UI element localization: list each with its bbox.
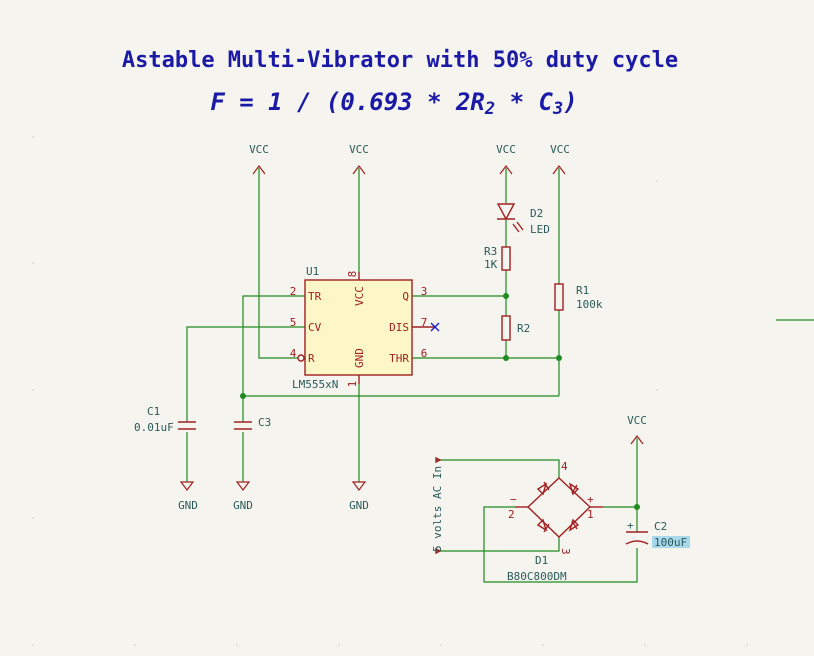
svg-text:3: 3 xyxy=(421,285,428,298)
svg-text:VCC: VCC xyxy=(349,143,369,156)
resistor-r1[interactable]: R1 100k xyxy=(554,283,603,311)
r3-ref: R3 xyxy=(484,245,497,258)
svg-text:R: R xyxy=(308,352,315,365)
svg-text:CV: CV xyxy=(308,321,322,334)
svg-text:DIS: DIS xyxy=(389,321,409,334)
r3-value: 1K xyxy=(484,258,498,271)
svg-text:VCC: VCC xyxy=(550,143,570,156)
svg-text:2: 2 xyxy=(508,508,515,521)
svg-text:+: + xyxy=(587,493,594,506)
c1-ref: C1 xyxy=(147,405,160,418)
svg-text:+: + xyxy=(627,519,634,532)
gnd-symbol-1[interactable]: GND xyxy=(178,481,198,512)
no-connect-marker xyxy=(430,322,440,332)
svg-text:VCC: VCC xyxy=(627,414,647,427)
svg-text:GND: GND xyxy=(349,499,369,512)
svg-text:VCC: VCC xyxy=(249,143,269,156)
r1-value: 100k xyxy=(576,298,603,311)
ac-input-connector[interactable]: 5 volts AC In xyxy=(431,456,444,555)
svg-text:5: 5 xyxy=(290,316,297,329)
schematic-title: Astable Multi-Vibrator with 50% duty cyc… xyxy=(122,48,678,73)
svg-text:1: 1 xyxy=(346,381,359,388)
c2-value: 100uF xyxy=(654,536,687,549)
capacitor-c1[interactable]: C1 0.01uF xyxy=(134,405,196,434)
d2-value: LED xyxy=(530,223,550,236)
u1-ref: U1 xyxy=(306,265,319,278)
svg-text:Q: Q xyxy=(402,290,409,303)
grid-dots xyxy=(32,136,748,646)
svg-text:1: 1 xyxy=(587,508,594,521)
timer-ic-u1[interactable]: U1 LM555xN 2 5 4 3 7 6 8 1 TR CV R Q DIS… xyxy=(290,265,428,391)
junction-dots xyxy=(240,293,640,510)
svg-text:VCC: VCC xyxy=(353,286,366,306)
r1-ref: R1 xyxy=(576,284,589,297)
svg-text:2: 2 xyxy=(290,285,297,298)
svg-text:GND: GND xyxy=(353,348,366,368)
resistor-r3[interactable]: R3 1K xyxy=(484,245,511,271)
d1-ref: D1 xyxy=(535,554,548,567)
svg-text:7: 7 xyxy=(421,316,428,329)
c1-value: 0.01uF xyxy=(134,421,174,434)
ac-input-label: 5 volts AC In xyxy=(431,466,444,552)
svg-text:3: 3 xyxy=(559,548,572,555)
d1-value: B80C800DM xyxy=(507,570,567,583)
vcc-symbol-5[interactable]: VCC xyxy=(627,414,647,445)
svg-text:GND: GND xyxy=(178,499,198,512)
frequency-formula: F = 1 / (0.693 * 2R2 * C3) xyxy=(210,88,577,119)
u1-value: LM555xN xyxy=(292,378,338,391)
svg-text:4: 4 xyxy=(290,347,297,360)
svg-text:4: 4 xyxy=(561,460,568,473)
svg-text:−: − xyxy=(510,493,517,506)
vcc-symbol-3[interactable]: VCC xyxy=(496,143,516,175)
svg-text:8: 8 xyxy=(346,271,359,278)
c3-ref: C3 xyxy=(258,416,271,429)
gnd-symbol-2[interactable]: GND xyxy=(233,481,253,512)
capacitor-c3[interactable]: C3 xyxy=(234,416,271,430)
svg-text:THR: THR xyxy=(389,352,409,365)
svg-text:6: 6 xyxy=(421,347,428,360)
vcc-symbol-4[interactable]: VCC xyxy=(550,143,570,175)
bridge-rectifier-d1[interactable]: 4 2 1 3 − + D1 B80C800DM xyxy=(507,460,603,583)
r2-ref: R2 xyxy=(517,322,530,335)
resistor-r2[interactable]: R2 xyxy=(501,315,530,341)
wires xyxy=(186,168,814,583)
svg-text:VCC: VCC xyxy=(496,143,516,156)
vcc-symbol-1[interactable]: VCC xyxy=(249,143,269,175)
svg-text:GND: GND xyxy=(233,499,253,512)
capacitor-c2[interactable]: + C2 100uF xyxy=(625,519,690,549)
svg-text:TR: TR xyxy=(308,290,322,303)
led-d2[interactable]: D2 LED xyxy=(496,203,550,236)
d2-ref: D2 xyxy=(530,207,543,220)
gnd-symbol-3[interactable]: GND xyxy=(349,481,369,512)
c2-ref: C2 xyxy=(654,520,667,533)
vcc-symbol-2[interactable]: VCC xyxy=(349,143,369,175)
